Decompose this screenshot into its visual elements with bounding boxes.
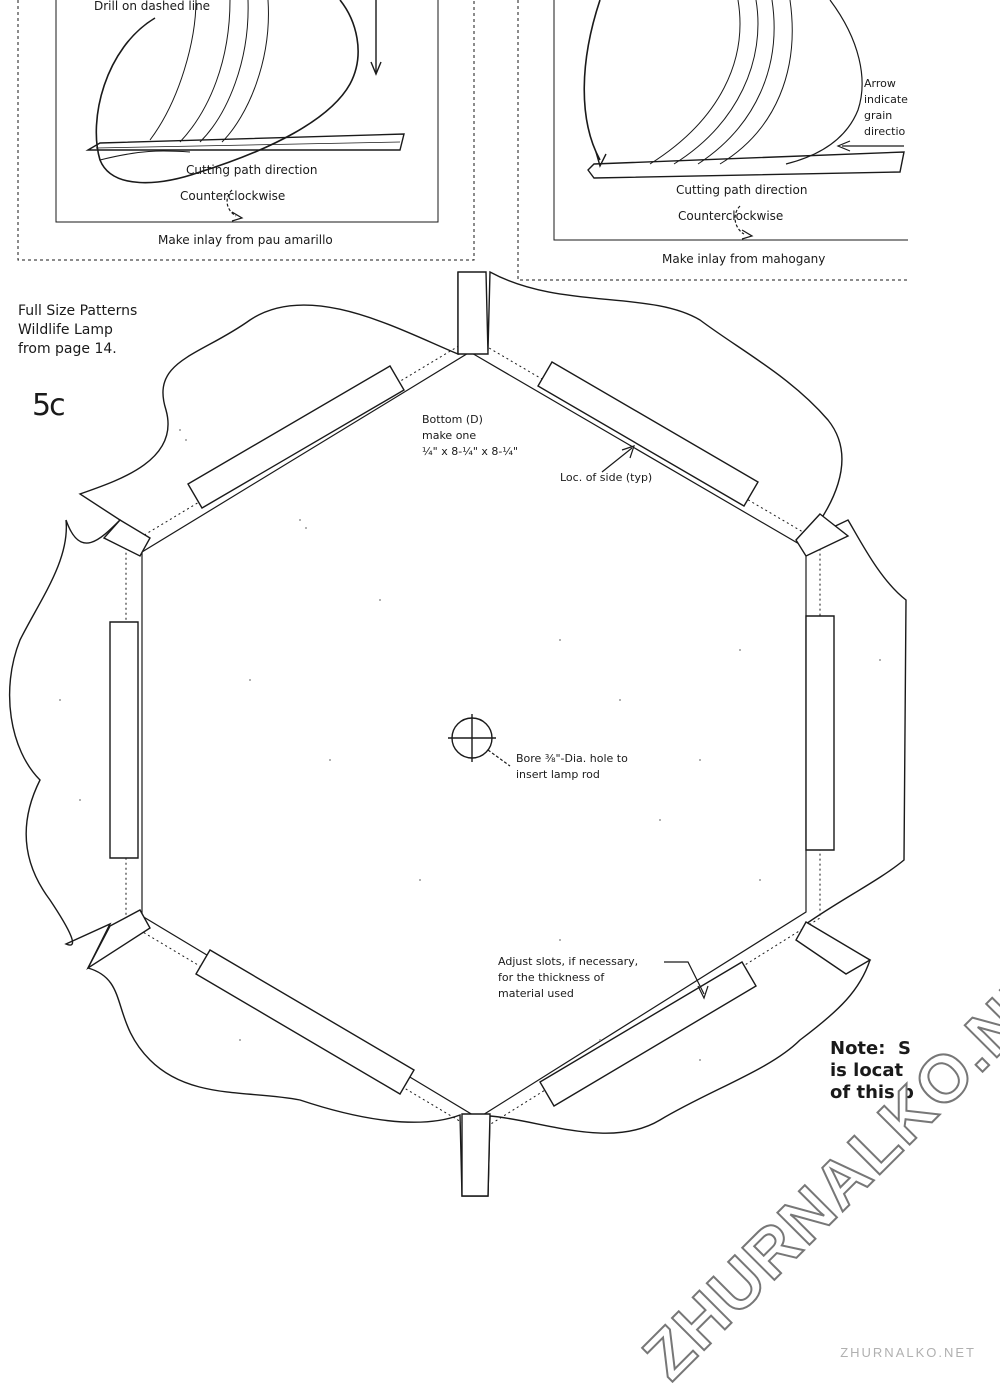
bottom-make: make one xyxy=(422,429,477,442)
slot-right xyxy=(805,615,835,851)
note-line-2: is locat xyxy=(830,1060,904,1081)
left-direction-label: Counterclockwise xyxy=(180,189,286,203)
arrow-note-line-4: directio xyxy=(864,125,906,138)
top-left-panel xyxy=(17,0,475,261)
note-line-3: of this p xyxy=(830,1082,914,1103)
slot-left xyxy=(109,621,139,859)
side-slots xyxy=(109,361,835,1107)
slot-bottom-left xyxy=(195,949,415,1095)
bottom-dims: ¼" x 8-¼" x 8-¼" xyxy=(422,445,519,458)
arrow-note-line-3: grain xyxy=(864,109,893,122)
left-inlay-label: Make inlay from pau amarillo xyxy=(158,233,333,247)
leader-lines xyxy=(487,445,709,1000)
hexagon-base-pattern xyxy=(8,270,907,1197)
right-direction-label: Counterclockwise xyxy=(678,209,784,223)
dotted-texture xyxy=(59,429,881,1061)
slot-top-left xyxy=(187,365,405,509)
drill-label: Drill on dashed line xyxy=(94,0,211,13)
bottom-title: Bottom (D) xyxy=(422,413,483,426)
slot-top-right xyxy=(537,361,759,507)
arrow-note-line-1: Arrow xyxy=(864,77,896,90)
arrow-note-line-2: indicate xyxy=(864,93,908,106)
pattern-drawing xyxy=(8,0,908,1197)
adjust-label-line-3: material used xyxy=(498,987,574,1000)
slot-bottom-right xyxy=(539,961,757,1107)
bore-label-line-1: Bore ⅜"-Dia. hole to xyxy=(516,752,628,765)
figure-number: 5c xyxy=(32,388,66,423)
adjust-label-line-1: Adjust slots, if necessary, xyxy=(498,955,639,968)
heading-line-2: Wildlife Lamp xyxy=(18,322,113,338)
footer-url: ZHURNALKO.NET xyxy=(840,1345,976,1360)
scalloped-outline xyxy=(8,270,907,1197)
left-cutting-label: Cutting path direction xyxy=(186,163,318,177)
right-inlay-label: Make inlay from mahogany xyxy=(662,252,826,266)
top-right-panel xyxy=(517,0,908,281)
right-cutting-label: Cutting path direction xyxy=(676,183,808,197)
bore-label-line-2: insert lamp rod xyxy=(516,768,600,781)
center-bore-hole xyxy=(448,714,496,762)
adjust-label-line-2: for the thickness of xyxy=(498,971,605,984)
heading-line-3: from page 14. xyxy=(18,341,117,357)
heading-line-1: Full Size Patterns xyxy=(18,303,138,319)
corner-tabs xyxy=(86,271,872,1197)
side-location-label: Loc. of side (typ) xyxy=(560,471,653,484)
note-line-1: Note: S xyxy=(830,1038,911,1059)
